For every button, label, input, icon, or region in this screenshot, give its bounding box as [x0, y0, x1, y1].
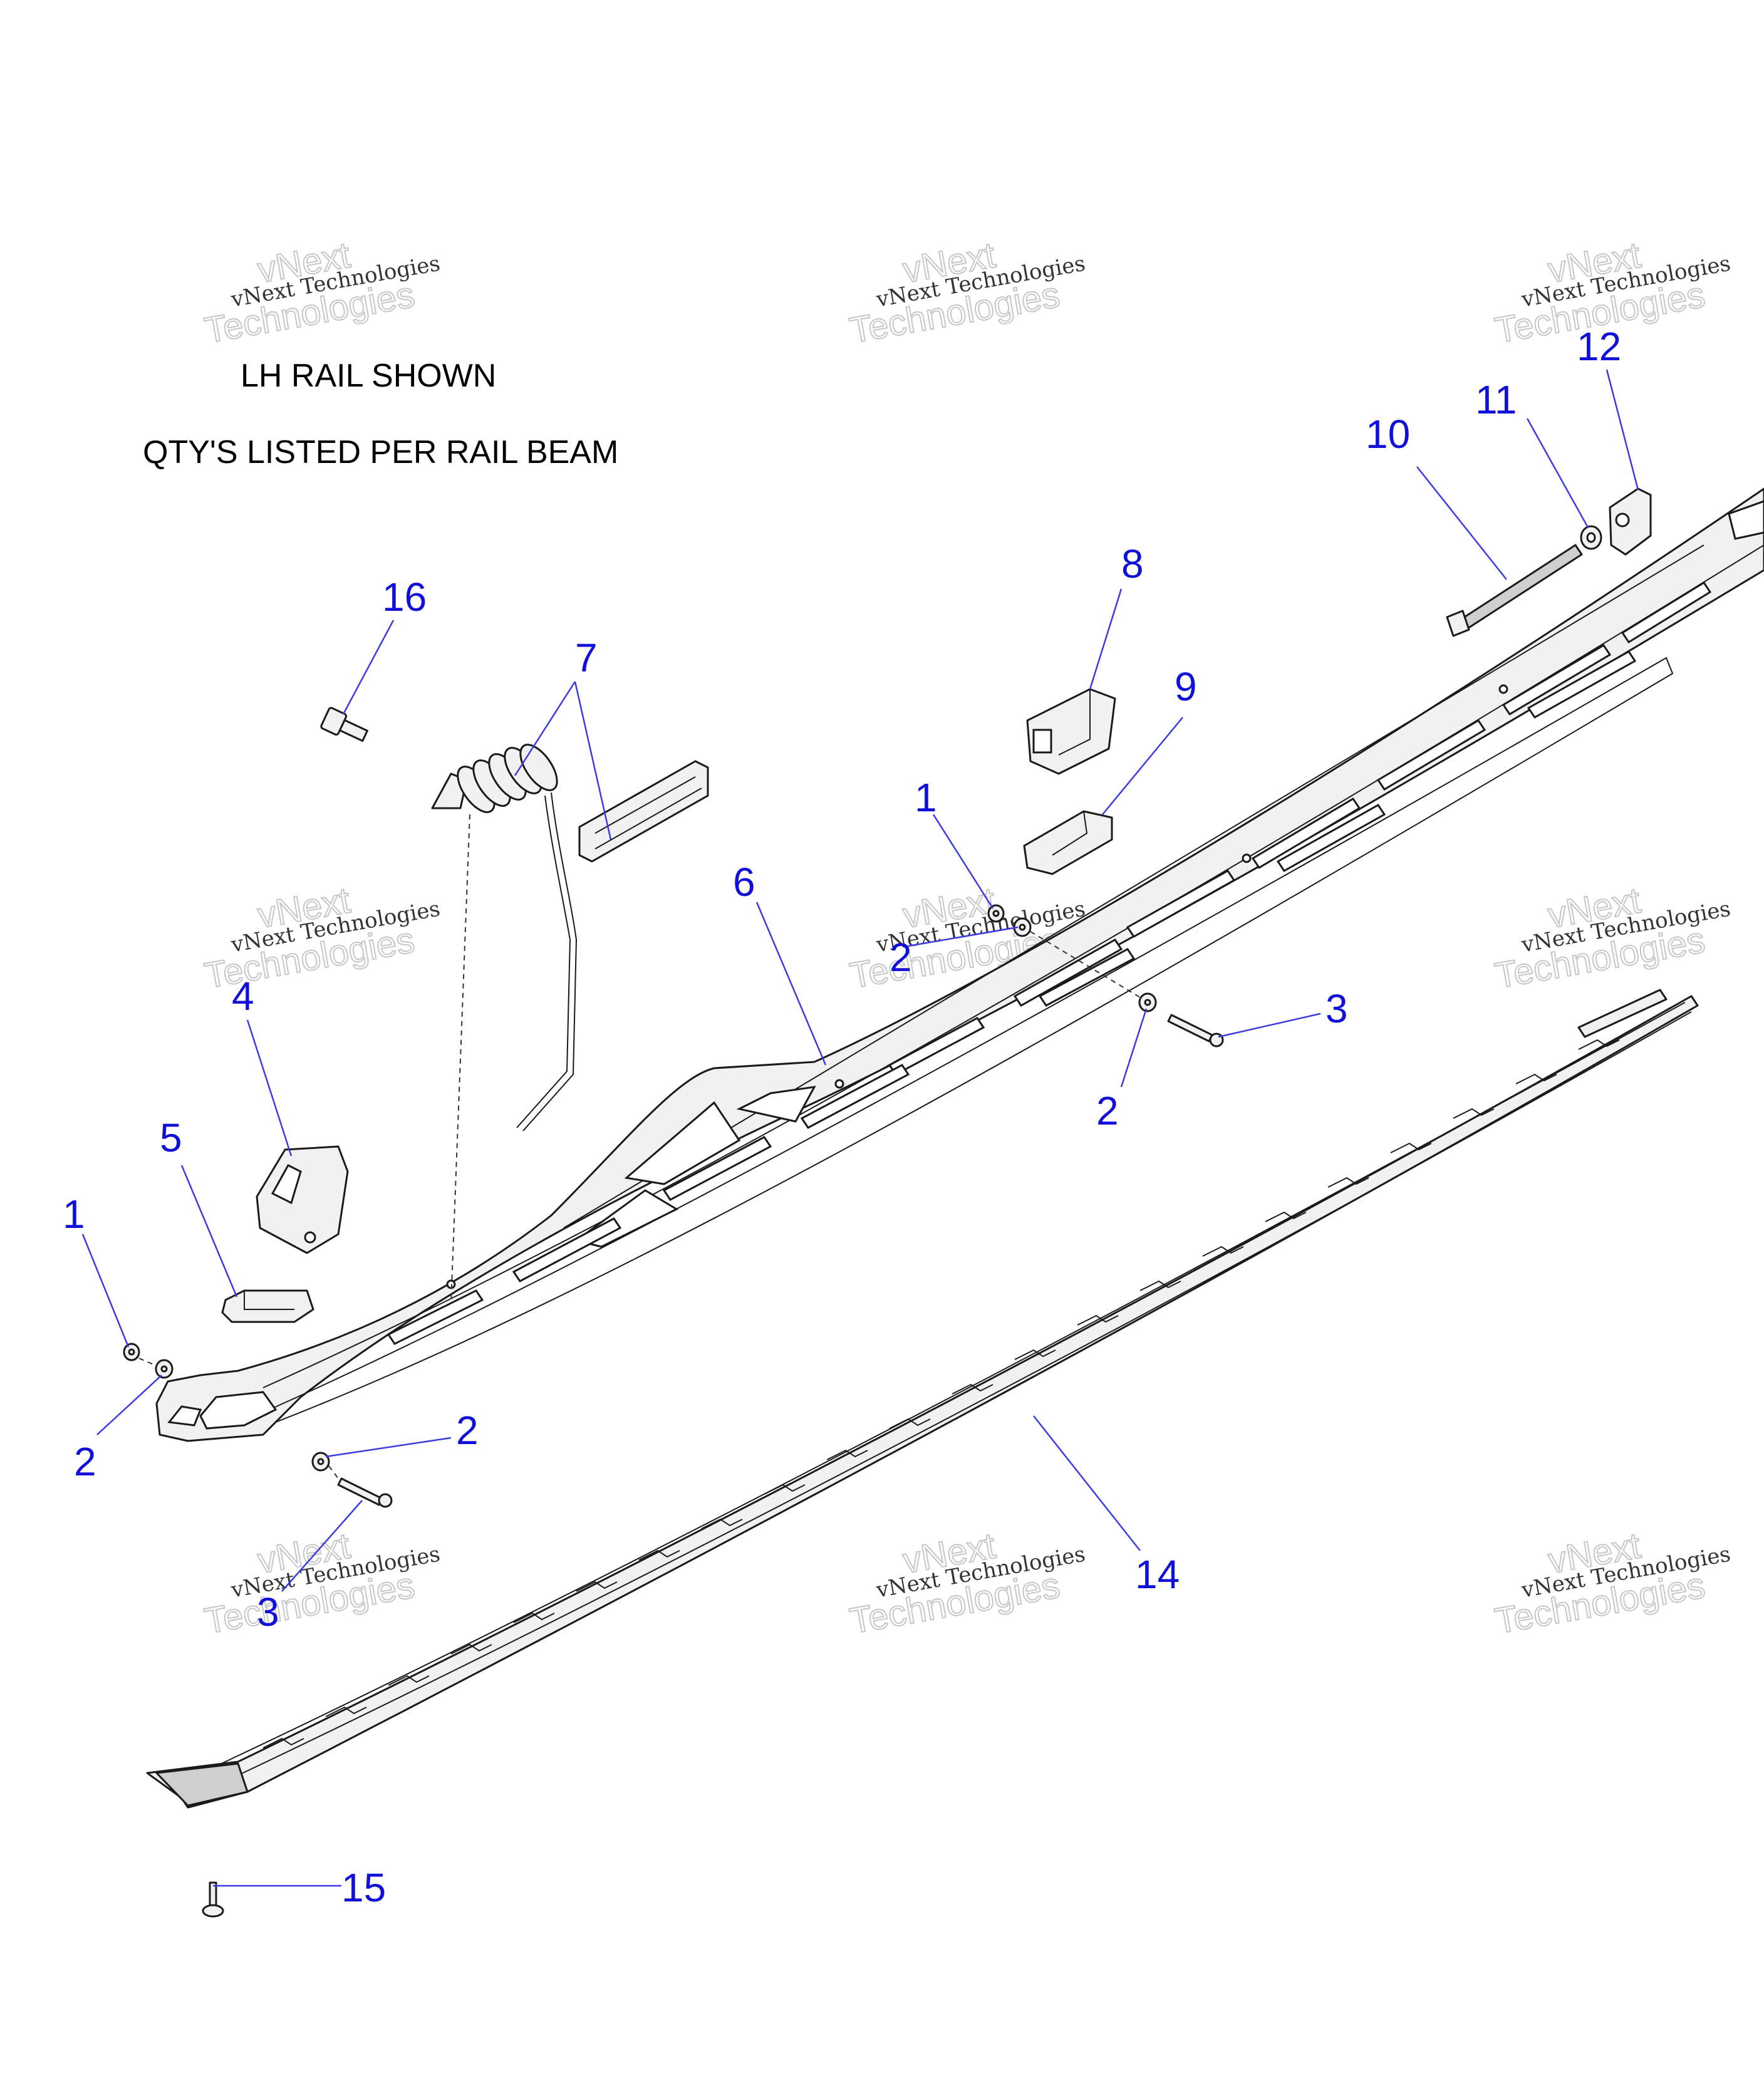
bolt-part-3 — [337, 1477, 393, 1508]
note-qty-per-rail-beam: QTY'S LISTED PER RAIL BEAM — [143, 434, 619, 471]
rail-beam-lower-slots — [387, 650, 1637, 1345]
callout-7: 7 — [575, 635, 598, 680]
callout-15: 15 — [341, 1865, 386, 1910]
wear-strip-teeth — [262, 1039, 1620, 1749]
watermark: vNext vNext Technologies Technologies — [1492, 880, 1733, 997]
callout-11: 11 — [1475, 377, 1517, 422]
callout-2: 2 — [890, 935, 912, 980]
watermark: vNext vNext Technologies Technologies — [846, 1525, 1087, 1643]
note-lh-rail-shown: LH RAIL SHOWN — [241, 358, 497, 394]
callout-labels: 1 1 2 2 2 2 3 3 4 5 6 7 8 9 10 11 12 14 … — [63, 324, 1621, 1910]
block-part-9 — [1023, 810, 1113, 875]
watermark: vNext vNext Technologies Technologies — [201, 234, 442, 352]
callout-1: 1 — [63, 1192, 85, 1237]
bracket-part-4 — [256, 1145, 349, 1254]
watermark: vNext vNext Technologies Technologies — [1492, 234, 1733, 352]
wear-strip-part-14 — [146, 989, 1699, 1809]
callout-3: 3 — [1326, 986, 1348, 1031]
callout-6: 6 — [733, 860, 755, 905]
callout-9: 9 — [1175, 664, 1197, 709]
nut-part-11 — [1580, 525, 1602, 550]
rail-beam-hole — [1242, 853, 1252, 863]
block-part-8 — [1026, 688, 1116, 775]
callout-10: 10 — [1366, 412, 1410, 457]
callout-12: 12 — [1577, 324, 1621, 369]
callout-2: 2 — [456, 1408, 479, 1453]
rail-beam-upper-slots — [888, 581, 1712, 1076]
rail-beam-hole — [834, 1079, 844, 1089]
bolt-part-16 — [320, 707, 368, 742]
watermark: vNext vNext Technologies Technologies — [1492, 1525, 1733, 1643]
rivet-part-15 — [202, 1881, 224, 1918]
washer — [155, 1359, 174, 1379]
rail-beam-part-6 — [155, 487, 1764, 1442]
callout-14: 14 — [1135, 1552, 1180, 1597]
clip-part-5 — [221, 1289, 314, 1323]
callout-2: 2 — [74, 1439, 96, 1484]
spring-retainer-part-7 — [578, 760, 709, 863]
tab-part-12 — [1609, 487, 1652, 556]
callout-4: 4 — [232, 974, 254, 1019]
callout-8: 8 — [1121, 541, 1144, 586]
threaded-rod-part-10 — [1446, 544, 1583, 637]
watermark: vNext vNext Technologies Technologies — [846, 234, 1087, 352]
leader-lines — [81, 369, 1639, 1887]
washer — [1013, 917, 1032, 937]
washer — [1138, 992, 1157, 1012]
callout-2: 2 — [1096, 1088, 1119, 1133]
washer — [123, 1343, 140, 1361]
rail-beam-hole — [1498, 684, 1508, 694]
bolt-part-3 — [1167, 1014, 1224, 1048]
callout-1: 1 — [915, 775, 937, 820]
washer — [311, 1452, 330, 1472]
washer — [987, 904, 1005, 923]
callout-16: 16 — [382, 575, 427, 620]
watermark: vNext vNext Technologies Technologies — [201, 1525, 442, 1643]
callout-3: 3 — [257, 1589, 279, 1635]
spring-part-7 — [431, 744, 578, 1304]
watermarks: vNext vNext Technologies Technologies vN… — [201, 234, 1733, 1643]
callout-5: 5 — [160, 1115, 182, 1160]
